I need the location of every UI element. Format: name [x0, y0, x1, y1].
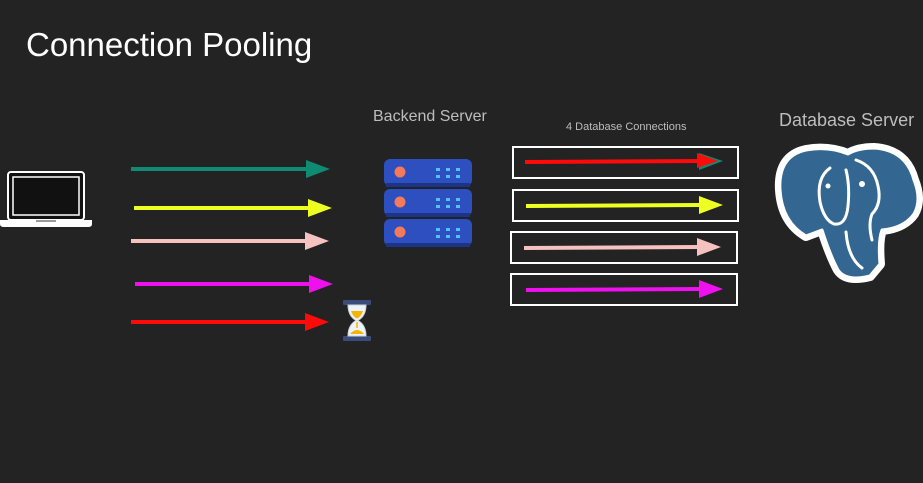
page-title: Connection Pooling — [26, 26, 313, 63]
database-connections-label: 4 Database Connections — [566, 121, 687, 133]
laptop-icon — [0, 171, 92, 227]
server-rack-icon — [384, 159, 472, 247]
request-arrow-4 — [135, 275, 333, 293]
request-arrow-5 — [131, 313, 329, 331]
request-arrow-1 — [131, 160, 330, 178]
database-server-label: Database Server — [779, 110, 915, 130]
backend-server-label: Backend Server — [373, 108, 487, 125]
database-connection-3 — [510, 231, 738, 264]
database-connection-4 — [510, 273, 738, 306]
database-connection-2 — [512, 189, 739, 222]
request-arrow-2 — [134, 199, 332, 217]
postgresql-elephant-icon — [774, 143, 923, 283]
database-connection-1 — [512, 146, 739, 179]
request-arrow-3 — [131, 232, 329, 250]
hourglass-icon — [343, 300, 371, 341]
